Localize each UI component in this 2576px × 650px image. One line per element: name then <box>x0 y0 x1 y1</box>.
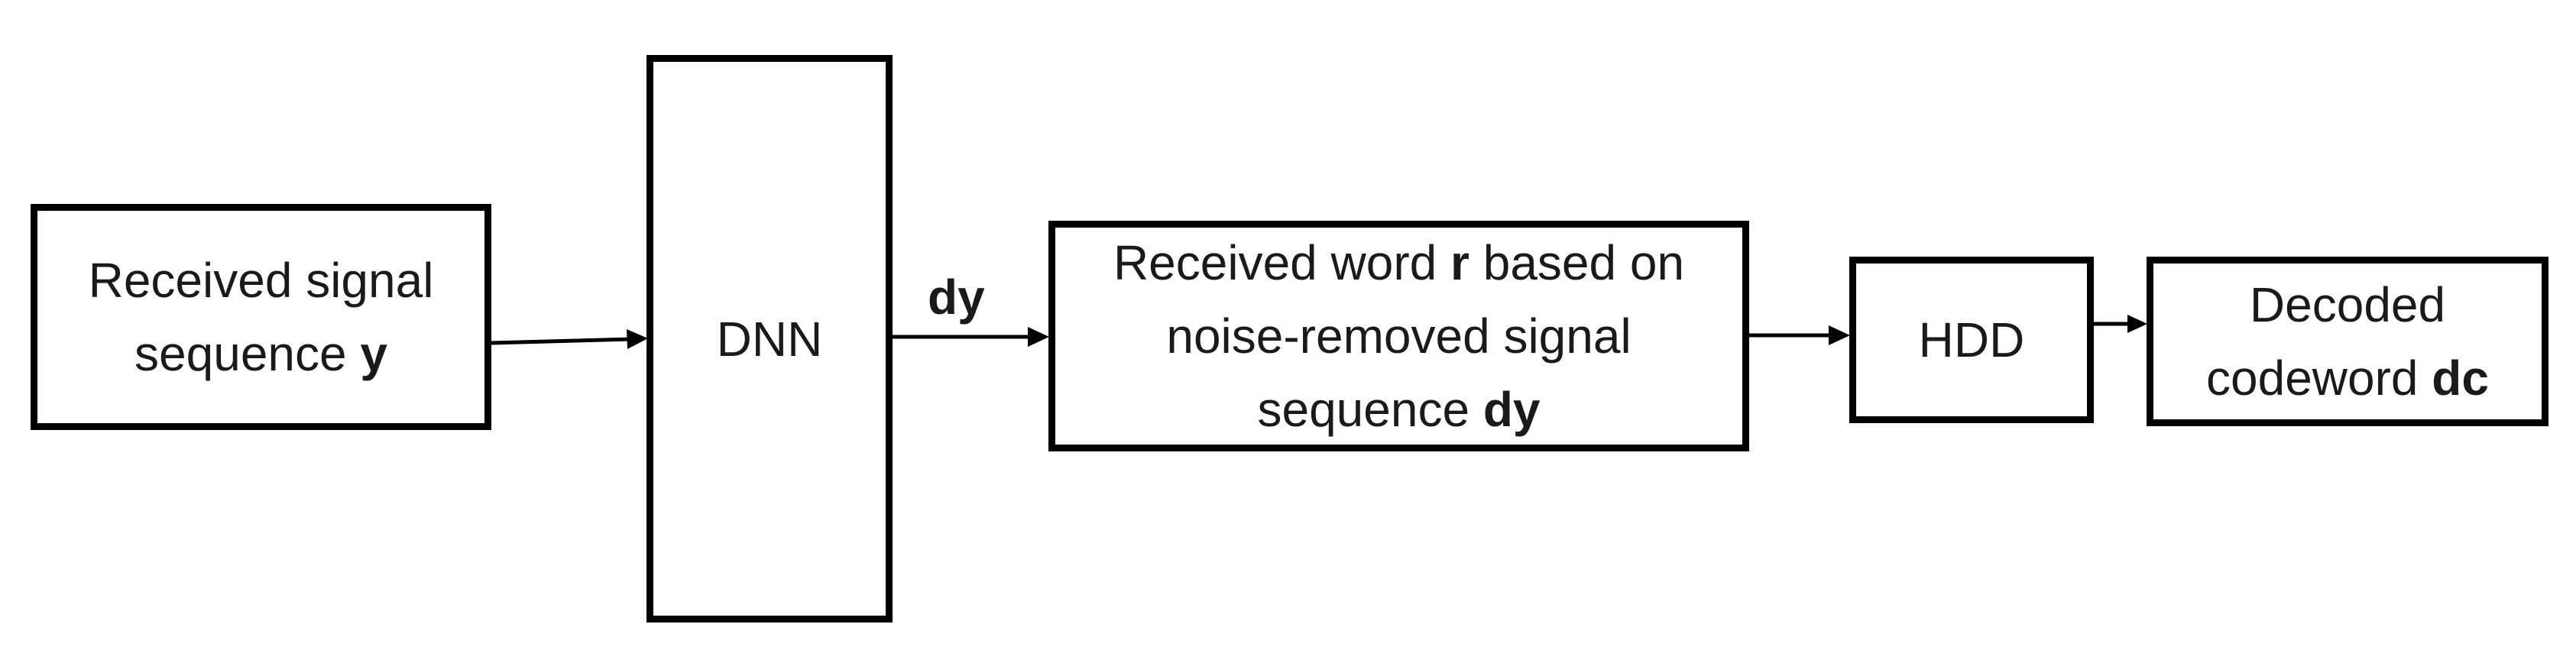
decoded-line2: codeword dc <box>2206 341 2489 415</box>
signal-symbol-y: y <box>360 326 387 381</box>
decoded-codeword-box: Decoded codeword dc <box>2147 257 2548 426</box>
dnn-label: DNN <box>716 311 823 367</box>
dnn-box: DNN <box>646 55 893 623</box>
received-word-line1: Received word r based on <box>1113 226 1684 299</box>
dnn-output-label: dy <box>928 270 985 325</box>
received-signal-line2-text: sequence <box>134 326 361 381</box>
arrowhead-icon <box>1028 327 1049 347</box>
decoded-line1: Decoded <box>2249 277 2446 332</box>
arrow-dnn-to-received-word <box>893 327 1049 347</box>
hdd-label: HDD <box>1918 312 2025 367</box>
signal-symbol-dy: dy <box>1482 382 1541 437</box>
received-word-line1-prefix: Received word <box>1113 235 1451 290</box>
arrowhead-icon <box>1829 325 1850 345</box>
received-word-line3: sequence dy <box>1257 373 1540 446</box>
received-word-box: Received word r based on noise-removed s… <box>1048 221 1749 451</box>
arrow-input-to-dnn <box>491 329 648 349</box>
received-signal-line2: sequence y <box>134 317 387 390</box>
arrowhead-icon <box>2127 315 2147 333</box>
arrowhead-icon <box>627 329 648 349</box>
arrow-hdd-to-decoded <box>2094 315 2147 333</box>
received-word-line2: noise-removed signal <box>1166 309 1631 364</box>
received-signal-box: Received signal sequence y <box>31 204 491 430</box>
received-word-line3-prefix: sequence <box>1257 382 1483 437</box>
received-signal-line1: Received signal <box>88 253 434 308</box>
decoded-line2-prefix: codeword <box>2206 351 2432 406</box>
codeword-symbol-dc: dc <box>2432 351 2489 406</box>
word-symbol-r: r <box>1450 235 1469 290</box>
arrow-received-word-to-hdd <box>1749 325 1850 345</box>
received-word-line1-suffix: based on <box>1469 235 1685 290</box>
hdd-box: HDD <box>1849 257 2094 423</box>
